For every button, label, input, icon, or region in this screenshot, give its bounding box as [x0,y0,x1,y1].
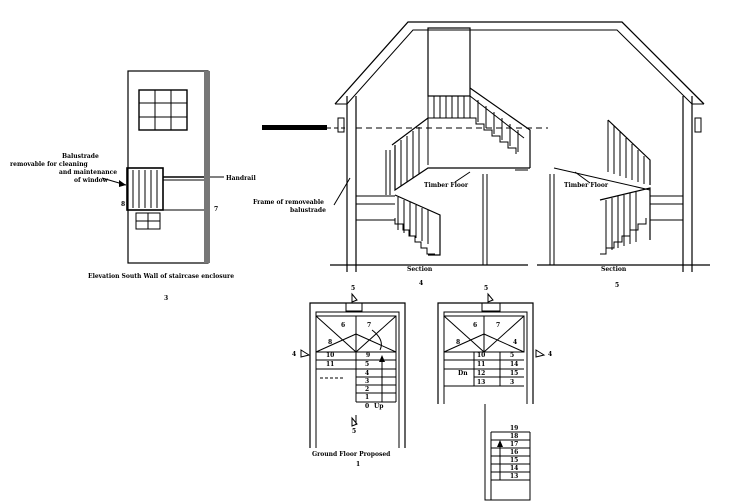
first-step: 13 [477,379,485,386]
elevation-mark-right: 7 [214,206,218,213]
ground-step: 10 [326,352,334,359]
first-step: 6 [473,322,477,329]
ground-plan-number: 1 [356,461,360,468]
first-step: 8 [456,339,460,346]
first-step: 15 [510,370,518,377]
section-left-number: 4 [419,280,423,287]
section-right-caption: Section [601,266,627,273]
ground-step: 4 [365,370,369,377]
elevation-caption: Elevation South Wall of staircase enclos… [88,273,234,280]
first-lower-step: 15 [510,457,518,464]
first-step: 11 [477,361,485,368]
section-right-timber-floor: Timber Floor [564,182,609,189]
ground-step: 3 [365,378,369,385]
balustrade-note-line3: and maintenance [59,169,117,176]
first-step: 3 [510,379,514,386]
ground-marker-bottom: 5 [352,428,356,435]
handrail-label: Handrail [226,175,256,182]
section-left-landing [385,118,530,195]
elevation-mark-left: 8 [121,201,125,208]
section-left-lower-stair [356,194,441,256]
roof-outline [334,21,705,105]
ground-step: 7 [367,322,371,329]
sections-building: Timber Floor Frame of removeable balustr… [253,21,710,289]
section-left-caption: Section [407,266,433,273]
ground-step: 6 [341,322,345,329]
first-lower-step: 18 [510,433,518,440]
section-left-timber-floor: Timber Floor [424,182,469,189]
roof-inner [346,29,693,105]
ground-step: 11 [326,361,334,368]
first-down-label: Dn [458,370,468,377]
section-cut-bar [262,125,327,130]
elevation-balustrade-panel [126,167,164,211]
ground-step: 2 [365,386,369,393]
arrowhead [119,180,126,187]
frame-note-line2: balustrade [290,207,326,214]
balustrade-note-line2: removable for cleaning [10,161,89,168]
first-step: 14 [510,361,518,368]
plan-ground-floor: 5 5 4 6 7 8 9 10 11 5 4 3 2 1 0 Up Groun… [292,285,406,468]
ground-up-label: Up [374,403,383,410]
section-left-upper-stair [391,87,531,168]
first-lower-step: 13 [510,473,518,480]
first-step: 4 [513,339,517,346]
ground-step: 5 [365,361,369,368]
elevation-caption-number: 3 [164,295,168,302]
ground-step: 0 [365,403,369,410]
first-lower-step: 17 [510,441,518,448]
first-step: 10 [477,352,485,359]
first-step: 7 [496,322,500,329]
balustrade-note-line4: of window [74,177,109,184]
ground-step: 8 [328,339,332,346]
elevation-upper-window [138,89,188,131]
ground-step: 9 [366,352,370,359]
first-marker-side: 4 [548,351,552,358]
elevation-wall-outline [127,70,209,264]
ground-plan-caption: Ground Floor Proposed [312,451,391,458]
plan-first-floor: 5 4 7 6 8 4 5 10 11 12 13 14 15 3 Dn 19 … [437,285,552,501]
section-right-stair [553,119,683,255]
elevation-lower-window [135,212,161,230]
first-step: 5 [510,352,514,359]
chimney [427,27,471,97]
frame-note-line1: Frame of removeable [253,199,324,206]
elevation-side-wall [204,71,210,263]
ground-step: 1 [365,394,369,401]
section-right-number: 5 [615,282,619,289]
first-step: 12 [477,370,485,377]
ground-marker-side: 4 [292,351,296,358]
first-lower-step: 16 [510,449,518,456]
balustrade-note-line1: Balustrade [62,153,99,160]
elevation-south-wall: Balustrade removable for cleaning and ma… [10,70,256,302]
first-lower-step: 14 [510,465,518,472]
ground-marker-top: 5 [351,285,355,292]
first-lower-step: 19 [510,425,518,432]
first-marker-top: 5 [484,285,488,292]
